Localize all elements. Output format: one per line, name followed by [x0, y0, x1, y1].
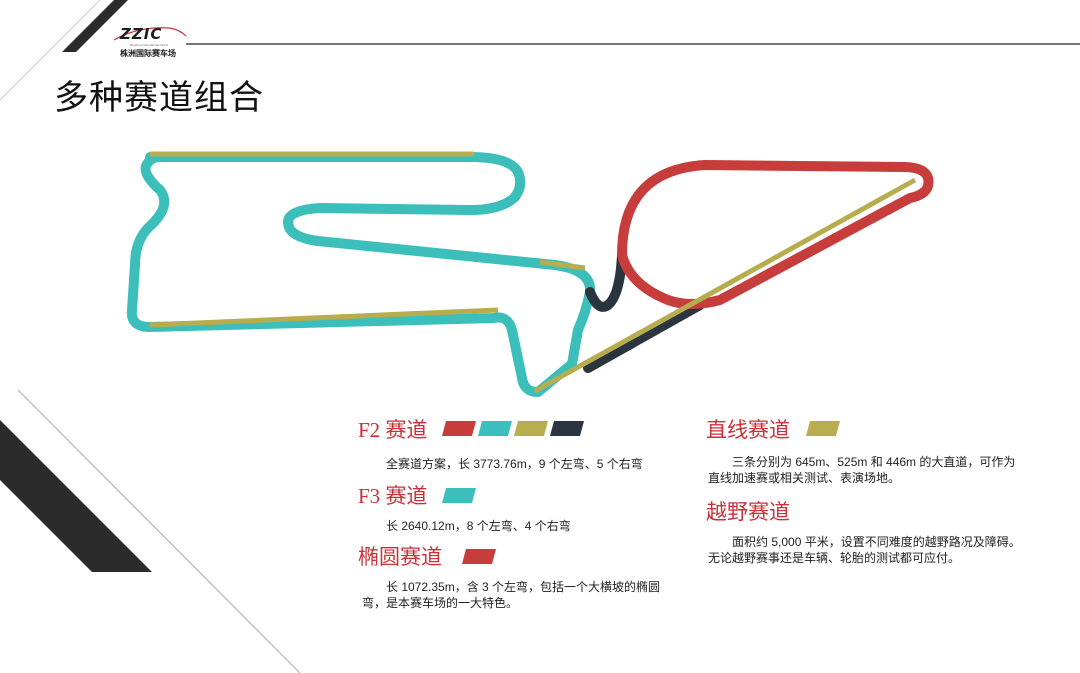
left-diagonal-line: [17, 389, 301, 673]
straight-bottom: [149, 307, 499, 328]
logo-car-outline-icon: [113, 27, 187, 41]
legend-straight-description: 三条分别为 645m、525m 和 446m 的大直道，可作为直线加速赛或相关测…: [708, 455, 1016, 485]
brand-logo: ZZIC Zhuzhou International Circuit 株洲国际赛…: [108, 24, 188, 58]
legend-f2-swatch-dark: [549, 421, 585, 436]
legend-f2-swatch-teal: [477, 421, 513, 436]
corner-diagonal-line: [0, 0, 101, 101]
corner-dark-stripe: [62, 0, 128, 52]
track-segment-f3-loop: [126, 152, 596, 397]
left-dark-stripe: [0, 420, 152, 572]
straight-short: [539, 259, 586, 271]
legend-f2-swatch-olive: [513, 421, 549, 436]
legend-f2-description: 全赛道方案，长 3773.76m，9 个左弯、5 个右弯: [386, 457, 643, 471]
legend-offroad-name: 越野赛道: [706, 500, 790, 524]
legend-f3-name: F3 赛道: [358, 484, 428, 508]
straight-diagonal: [533, 177, 917, 394]
legend-offroad-description: 面积约 5,000 平米，设置不同难度的越野路况及障碍。无论越野赛事还是车辆、轮…: [708, 535, 1021, 565]
logo-wordmark: ZZIC: [120, 25, 163, 43]
legend-oval-name: 椭圆赛道: [358, 545, 442, 569]
legend-f3-description: 长 2640.12m，8 个左弯、4 个右弯: [386, 519, 571, 533]
legend-straight-name: 直线赛道: [706, 418, 790, 442]
legend-f2-name: F2 赛道: [358, 418, 428, 442]
track-segment-oval: [617, 160, 934, 309]
legend-oval-swatch-red: [461, 549, 497, 564]
logo-subtitle: Zhuzhou International Circuit: [129, 43, 169, 47]
legend-f2-swatch-red: [441, 421, 477, 436]
logo-chinese-name: 株洲国际赛车场: [120, 49, 176, 58]
legend-f3-swatch-teal: [441, 488, 477, 503]
page-title: 多种赛道组合: [54, 79, 264, 117]
track-segment-dark-link: [585, 250, 627, 312]
legend-straight-swatch-olive: [805, 421, 841, 436]
track-segment-dark-straight: [583, 300, 705, 373]
legend-oval-description: 长 1072.35m，含 3 个左弯，包括一个大横坡的椭圆弯，是本赛车场的一大特…: [362, 580, 661, 610]
